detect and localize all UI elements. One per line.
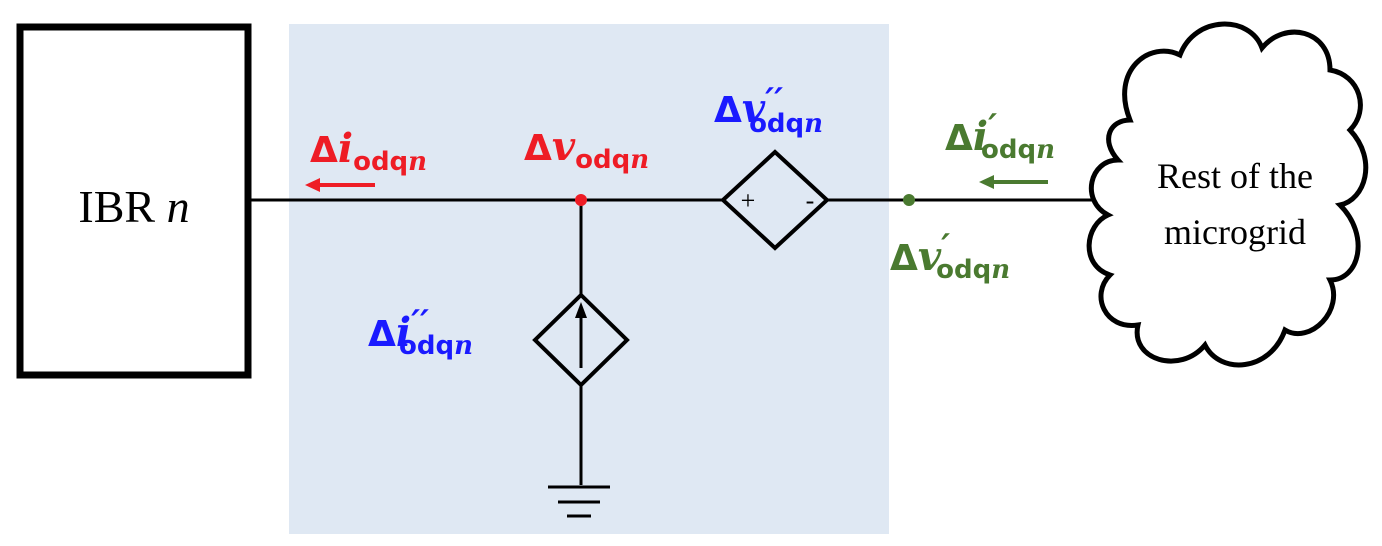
ibr-label: IBR n [78, 181, 189, 232]
label-delta-v-odqn: Δvodqn [524, 123, 649, 175]
voltage-source-minus: - [806, 186, 815, 215]
grid-label-line2: microgrid [1164, 212, 1306, 252]
current-source-arrowhead [575, 302, 587, 318]
node-v-odq [575, 194, 587, 206]
ibr-index: n [167, 181, 190, 232]
label-delta-v-double-prime: Δv′′odqn [714, 81, 823, 139]
microgrid-cloud-icon [1086, 21, 1369, 368]
label-delta-i-double-prime: Δi′′odqn [368, 303, 473, 361]
grid-label-line1: Rest of the [1157, 156, 1313, 196]
label-delta-i-odqn: Δiodqn [310, 125, 427, 177]
current-arrowhead-red [305, 178, 320, 192]
dependent-current-source-icon [532, 292, 630, 388]
voltage-source-plus: + [741, 186, 756, 215]
label-delta-v-prime: Δv′odqn [890, 227, 1010, 285]
node-v-prime [903, 194, 915, 206]
label-delta-i-prime: Δi′odqn [945, 107, 1055, 165]
ibr-block [16, 23, 252, 379]
current-arrowhead-green [979, 175, 994, 189]
ibr-name: IBR [78, 181, 155, 232]
shaded-panel [289, 24, 889, 534]
ground-icon [548, 485, 610, 518]
dependent-voltage-source-icon [720, 149, 830, 251]
